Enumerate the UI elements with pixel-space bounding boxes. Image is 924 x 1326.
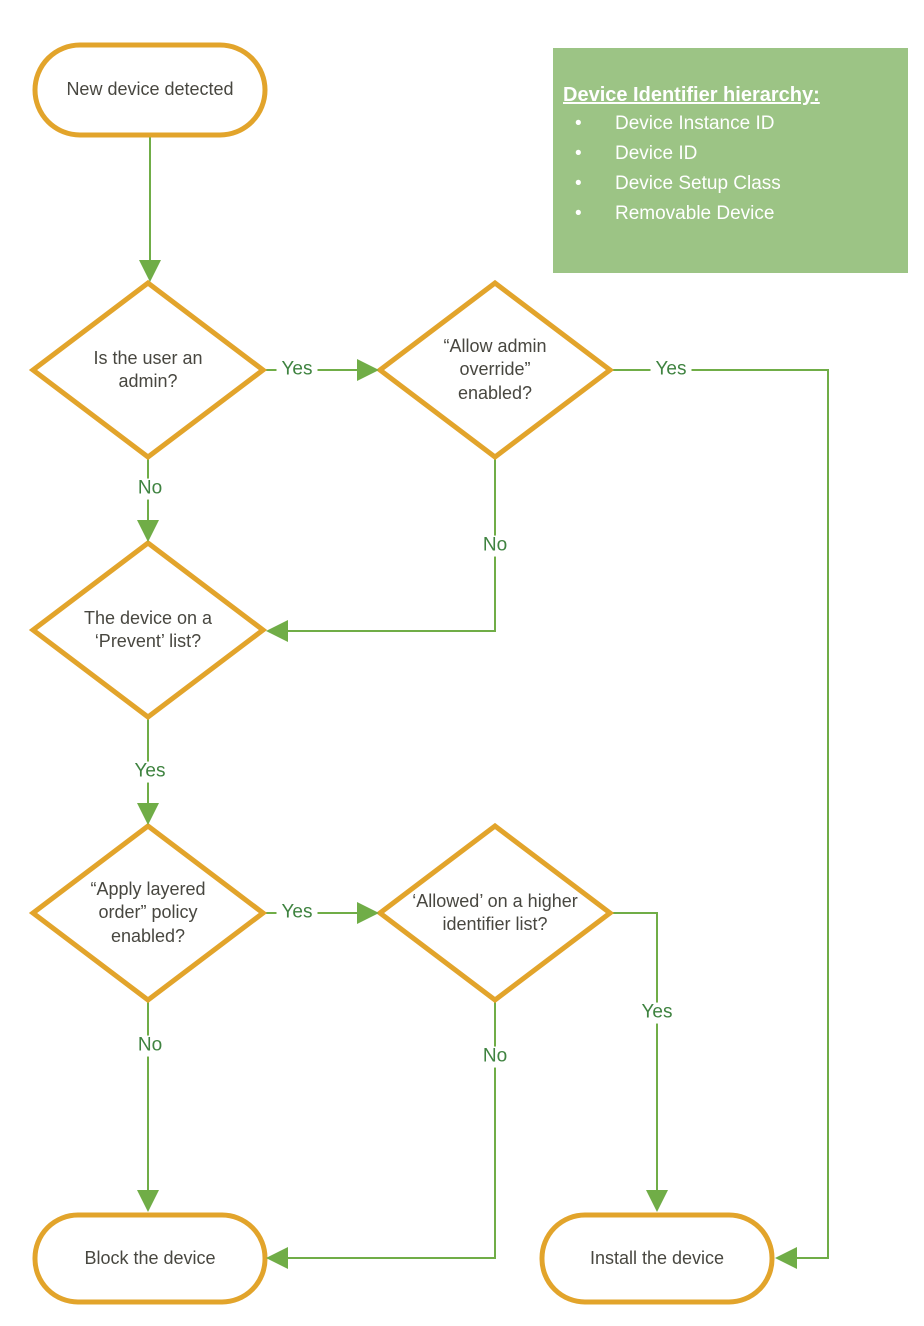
edge-label-layered-yes: Yes bbox=[276, 902, 318, 924]
edge-label-override-no: No bbox=[477, 535, 513, 557]
arrowhead-higher-yes bbox=[646, 1190, 668, 1212]
edge-label-higher-yes: Yes bbox=[636, 1002, 678, 1024]
layered-order-label: “Apply layered order” policy enabled? bbox=[90, 879, 206, 946]
admin-check-label: Is the user an admin? bbox=[93, 347, 203, 391]
block-node-label: Block the device bbox=[84, 1247, 216, 1268]
legend-title: Device Identifier hierarchy: bbox=[563, 84, 820, 106]
legend-item-text: Removable Device bbox=[615, 203, 775, 224]
prevent-list-label: The device on a ‘Prevent’ list? bbox=[83, 607, 213, 651]
prevent-list-diamond bbox=[28, 539, 268, 721]
arrowhead-layered-yes bbox=[357, 902, 379, 924]
start-node-label: New device detected bbox=[66, 79, 234, 100]
legend-item: Removable Device bbox=[563, 203, 898, 225]
higher-identifier-diamond bbox=[375, 822, 615, 1004]
arrowhead-override-yes bbox=[775, 1247, 797, 1269]
edge-label-layered-no: No bbox=[132, 1035, 168, 1057]
edge-override-no bbox=[288, 457, 496, 632]
edge-label-admin-no: No bbox=[132, 478, 168, 500]
install-node-label: Install the device bbox=[589, 1247, 725, 1268]
arrowhead-admin-no bbox=[137, 520, 159, 542]
arrowhead-higher-no bbox=[266, 1247, 288, 1269]
edge-label-prevent-yes: Yes bbox=[129, 761, 171, 783]
legend-item: Device ID bbox=[563, 143, 898, 165]
legend-list: Device Instance ID Device ID Device Setu… bbox=[563, 113, 898, 225]
block-node-shape bbox=[32, 1212, 268, 1305]
arrowhead-override-no bbox=[266, 620, 288, 642]
edge-override-yes bbox=[610, 369, 829, 1259]
install-node-shape bbox=[539, 1212, 775, 1305]
legend-item: Device Instance ID bbox=[563, 113, 898, 135]
arrowhead-layered-no bbox=[137, 1190, 159, 1212]
edge-label-higher-no: No bbox=[477, 1046, 513, 1068]
layered-order-diamond bbox=[28, 822, 268, 1004]
arrowhead-admin-yes bbox=[357, 359, 379, 381]
higher-identifier-label: ‘Allowed’ on a higher identifier list? bbox=[412, 890, 578, 934]
legend-item: Device Setup Class bbox=[563, 173, 898, 195]
edge-higher-yes bbox=[610, 912, 658, 1190]
legend-item-text: Device ID bbox=[615, 143, 698, 164]
edge-label-admin-yes: Yes bbox=[276, 359, 318, 381]
arrowhead-start-to-admin bbox=[139, 260, 161, 282]
legend-item-text: Device Instance ID bbox=[615, 113, 775, 134]
device-identifier-legend: Device Identifier hierarchy: Device Inst… bbox=[553, 48, 908, 273]
admin-override-label: “Allow admin override” enabled? bbox=[443, 336, 547, 403]
edge-label-override-yes: Yes bbox=[650, 359, 692, 381]
start-node-shape bbox=[32, 42, 268, 138]
admin-check-diamond bbox=[28, 279, 268, 461]
arrowhead-prevent-yes bbox=[137, 803, 159, 825]
legend-item-text: Device Setup Class bbox=[615, 173, 781, 194]
admin-override-diamond bbox=[375, 279, 615, 461]
edge-higher-no bbox=[288, 1000, 496, 1259]
